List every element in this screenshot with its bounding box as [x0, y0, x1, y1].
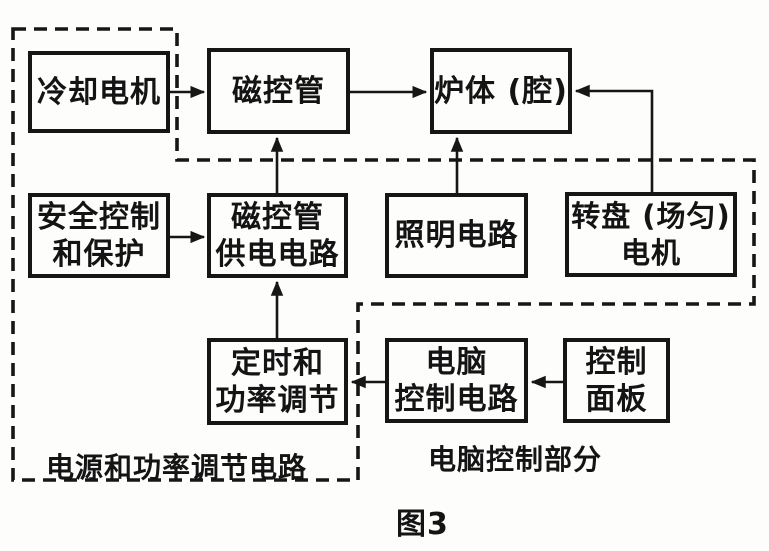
power-region-label: 电源和功率调节电路 — [46, 451, 308, 484]
figure-caption: 图3 — [396, 507, 449, 542]
block-label-line1: 控制 — [585, 344, 648, 380]
dashed-region-outline — [11, 27, 756, 482]
block-oven-cavity: 炉体 (腔) — [430, 48, 572, 134]
block-label-line2: 电机 — [620, 235, 681, 270]
block-label: 炉体 (腔) — [434, 73, 568, 109]
block-label: 冷却电机 — [37, 74, 161, 110]
computer-region-label: 电脑控制部分 — [428, 443, 603, 476]
block-label-line2: 供电电路 — [215, 236, 340, 272]
block-control-panel: 控制 面板 — [563, 338, 670, 423]
block-label-line2: 面板 — [585, 381, 648, 417]
block-timing-power-adjust: 定时和 功率调节 — [207, 338, 348, 425]
arrow-turntable-to-cavity — [574, 84, 654, 192]
block-safety-control: 安全控制 和保护 — [28, 193, 170, 278]
block-label-line1: 转盘 (场匀) — [571, 198, 731, 233]
block-label-line2: 和保护 — [52, 236, 146, 272]
block-lighting-circuit: 照明电路 — [385, 193, 528, 278]
block-turntable-motor: 转盘 (场匀) 电机 — [565, 192, 737, 277]
block-label-line1: 定时和 — [231, 345, 324, 381]
block-magnetron-supply-circuit: 磁控管 供电电路 — [207, 193, 348, 278]
block-cooling-motor: 冷却电机 — [28, 51, 170, 133]
block-label-line1: 安全控制 — [37, 199, 161, 235]
block-label-line2: 功率调节 — [215, 382, 340, 418]
block-computer-control-circuit: 电脑 控制电路 — [385, 338, 528, 423]
block-label-line1: 磁控管 — [231, 199, 324, 235]
block-label-line1: 电脑 — [425, 344, 488, 380]
block-magnetron: 磁控管 — [207, 48, 350, 134]
block-label-line2: 控制电路 — [394, 381, 519, 417]
block-label: 照明电路 — [394, 218, 519, 253]
block-label: 磁控管 — [232, 73, 325, 109]
